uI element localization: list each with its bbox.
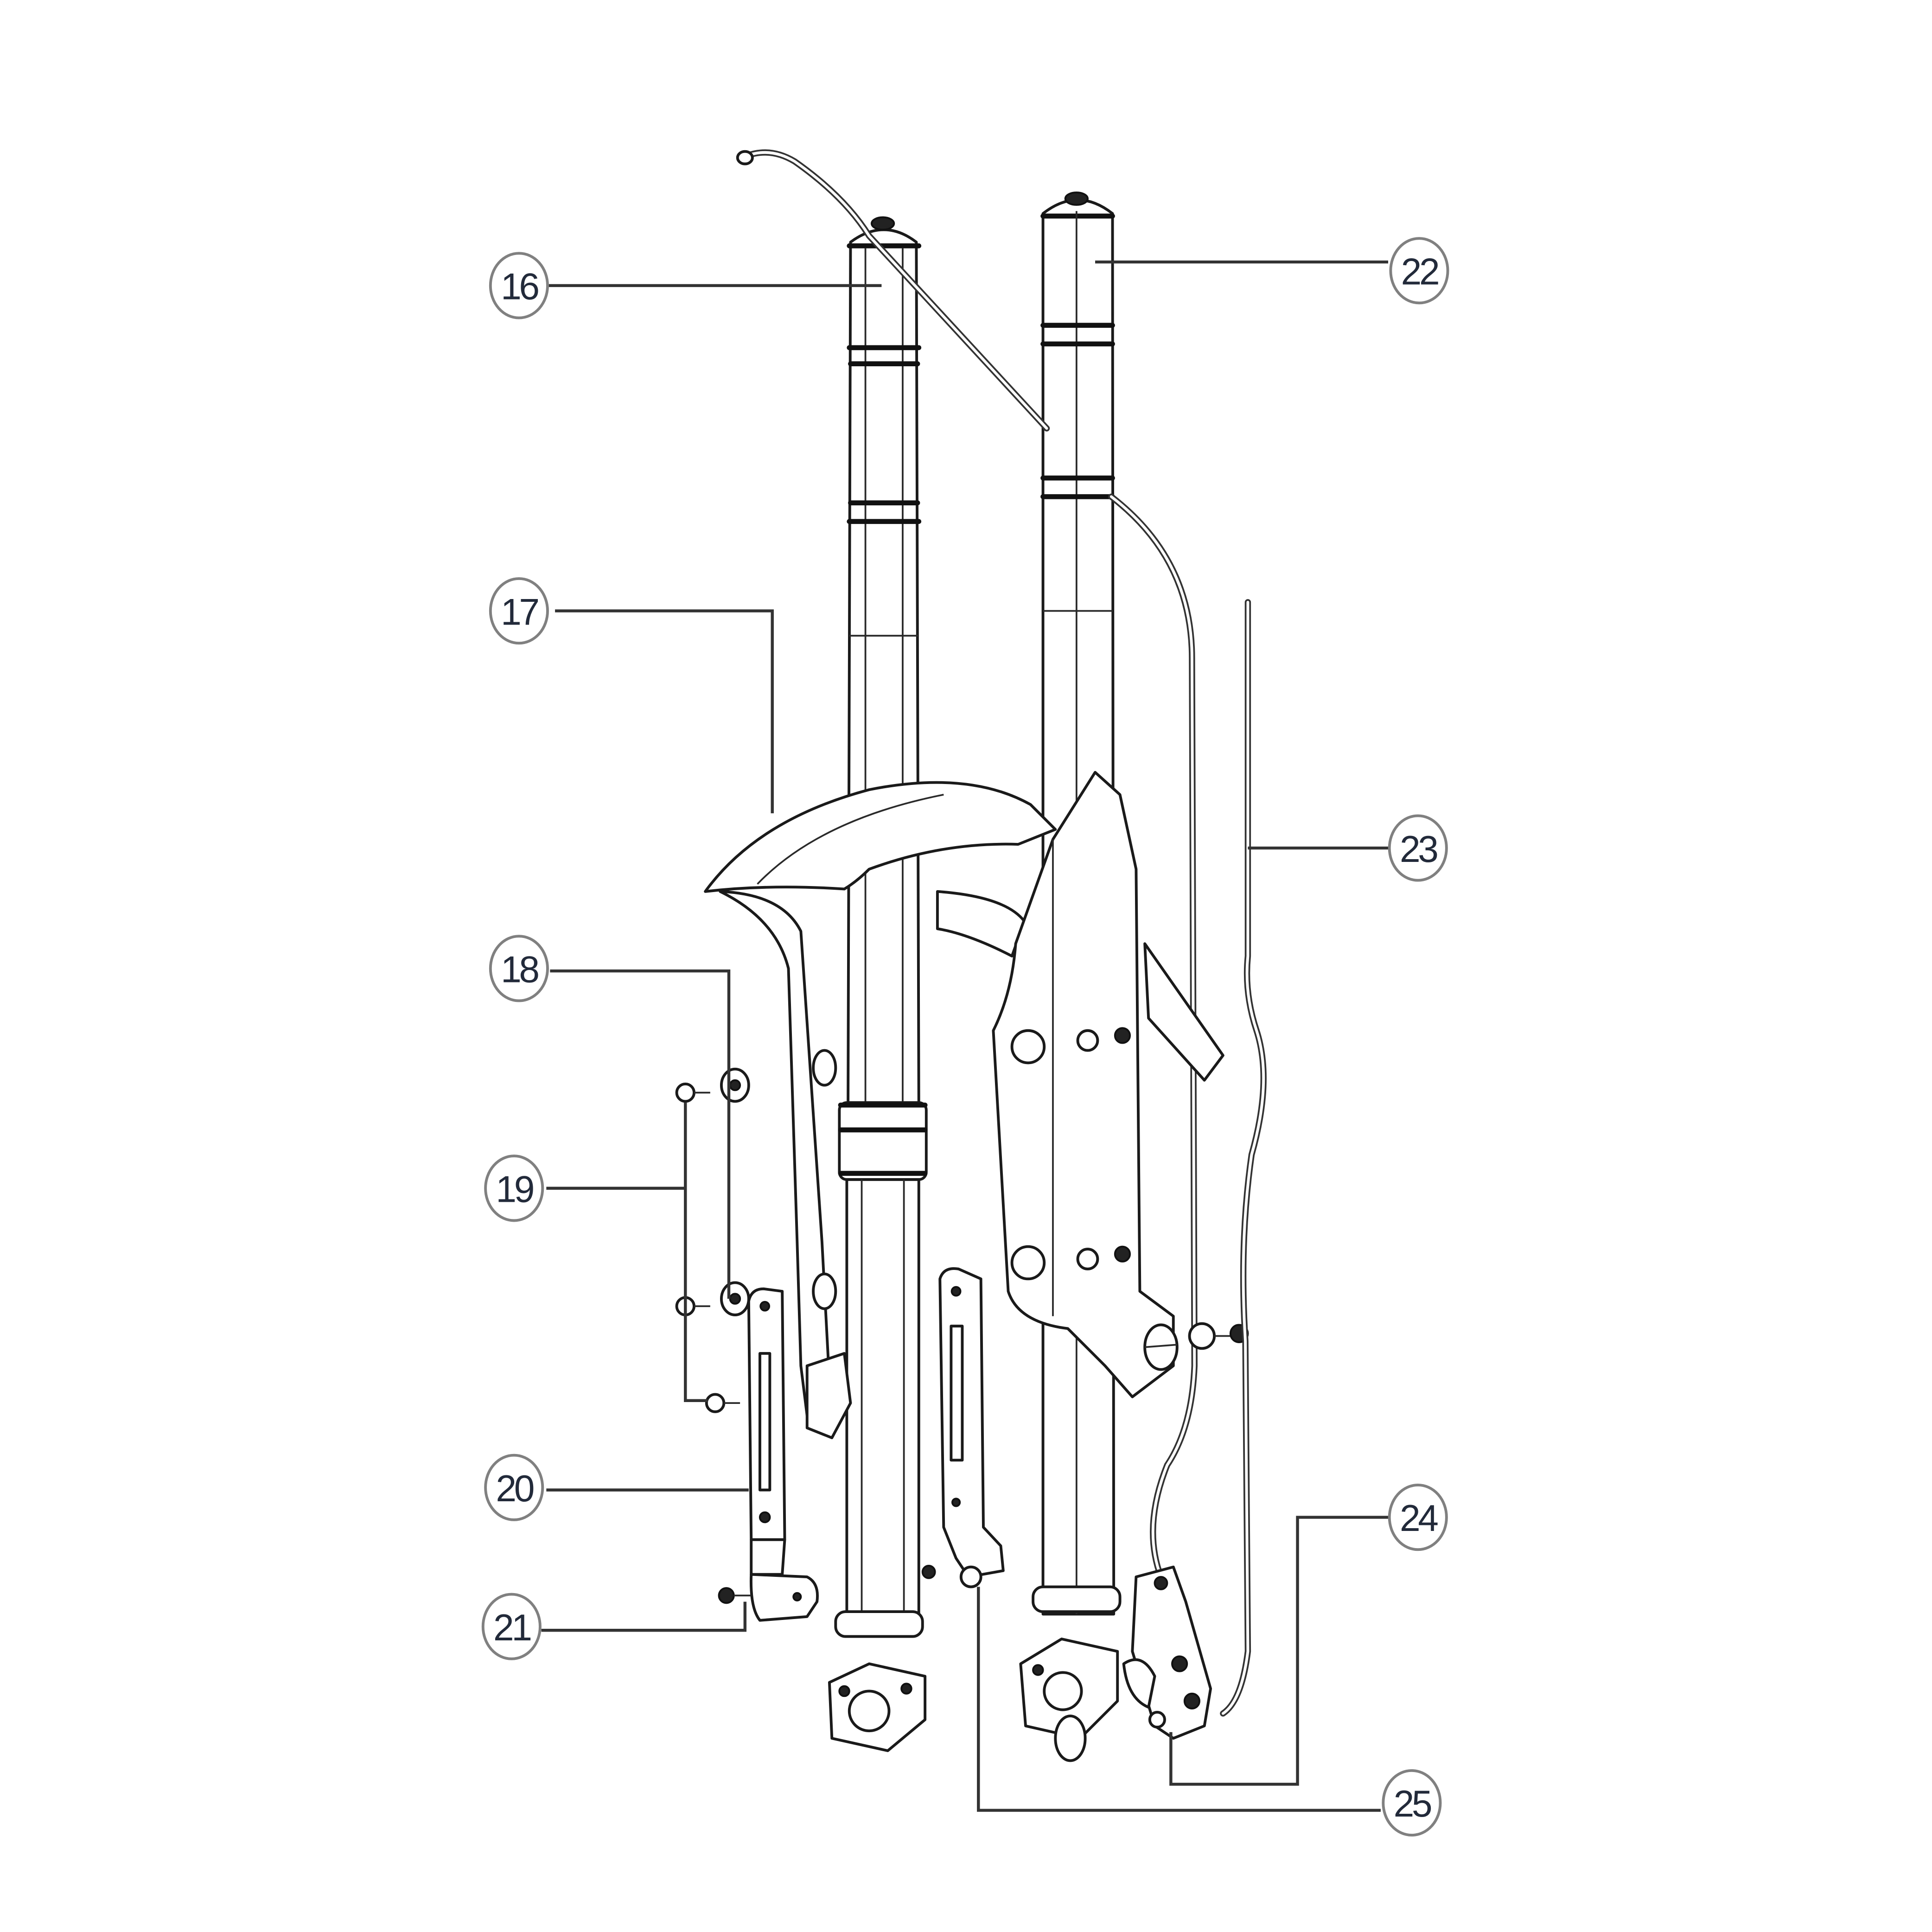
callout-22: 22 <box>1389 237 1449 305</box>
leader-21 <box>541 1601 747 1632</box>
fender-bracket-plate <box>992 771 1224 1398</box>
nut-18b <box>720 1281 750 1316</box>
leader-19-bus <box>684 1103 708 1403</box>
callout-23: 23 <box>1388 814 1448 882</box>
fastener-set-left <box>675 1067 750 1413</box>
left-fork-tube <box>828 216 928 1752</box>
callout-number: 22 <box>1401 251 1438 293</box>
brake-cable-upper <box>736 149 1198 1580</box>
callout-19: 19 <box>484 1154 544 1222</box>
reflector-bracket-left <box>747 1287 819 1622</box>
callout-21: 21 <box>481 1593 542 1660</box>
hose-bolt <box>1188 1322 1249 1350</box>
callout-number: 18 <box>501 949 538 991</box>
callout-20: 20 <box>484 1454 544 1521</box>
callout-16: 16 <box>489 252 549 319</box>
bolt-19a <box>675 1082 710 1103</box>
bolt-19b <box>675 1296 710 1316</box>
bolt-19c <box>705 1393 740 1413</box>
leader-24 <box>1169 1516 1389 1786</box>
callout-number: 21 <box>493 1607 530 1649</box>
front-fender <box>704 781 1057 1440</box>
brake-hose <box>1220 599 1267 1717</box>
callout-25: 25 <box>1382 1769 1442 1837</box>
screw-21-left <box>718 1587 752 1604</box>
callout-24: 24 <box>1388 1483 1448 1551</box>
callout-number: 24 <box>1400 1498 1438 1539</box>
callout-number: 19 <box>496 1169 533 1211</box>
callout-number: 17 <box>501 591 538 633</box>
reflector-bracket-right <box>938 1267 1005 1588</box>
leader-25 <box>977 1587 1381 1812</box>
callout-number: 25 <box>1394 1783 1431 1825</box>
leader-17 <box>555 609 774 814</box>
callout-number: 16 <box>501 266 538 308</box>
screw-21-right <box>921 1564 936 1579</box>
leader-lines <box>541 260 1389 1812</box>
brake-caliper <box>1122 1565 1212 1740</box>
callout-number: 23 <box>1400 829 1437 870</box>
callout-number: 20 <box>496 1468 533 1510</box>
nut-18a <box>720 1067 750 1103</box>
callout-18: 18 <box>489 935 549 1002</box>
callout-17: 17 <box>489 577 549 645</box>
leader-18 <box>550 969 731 1299</box>
